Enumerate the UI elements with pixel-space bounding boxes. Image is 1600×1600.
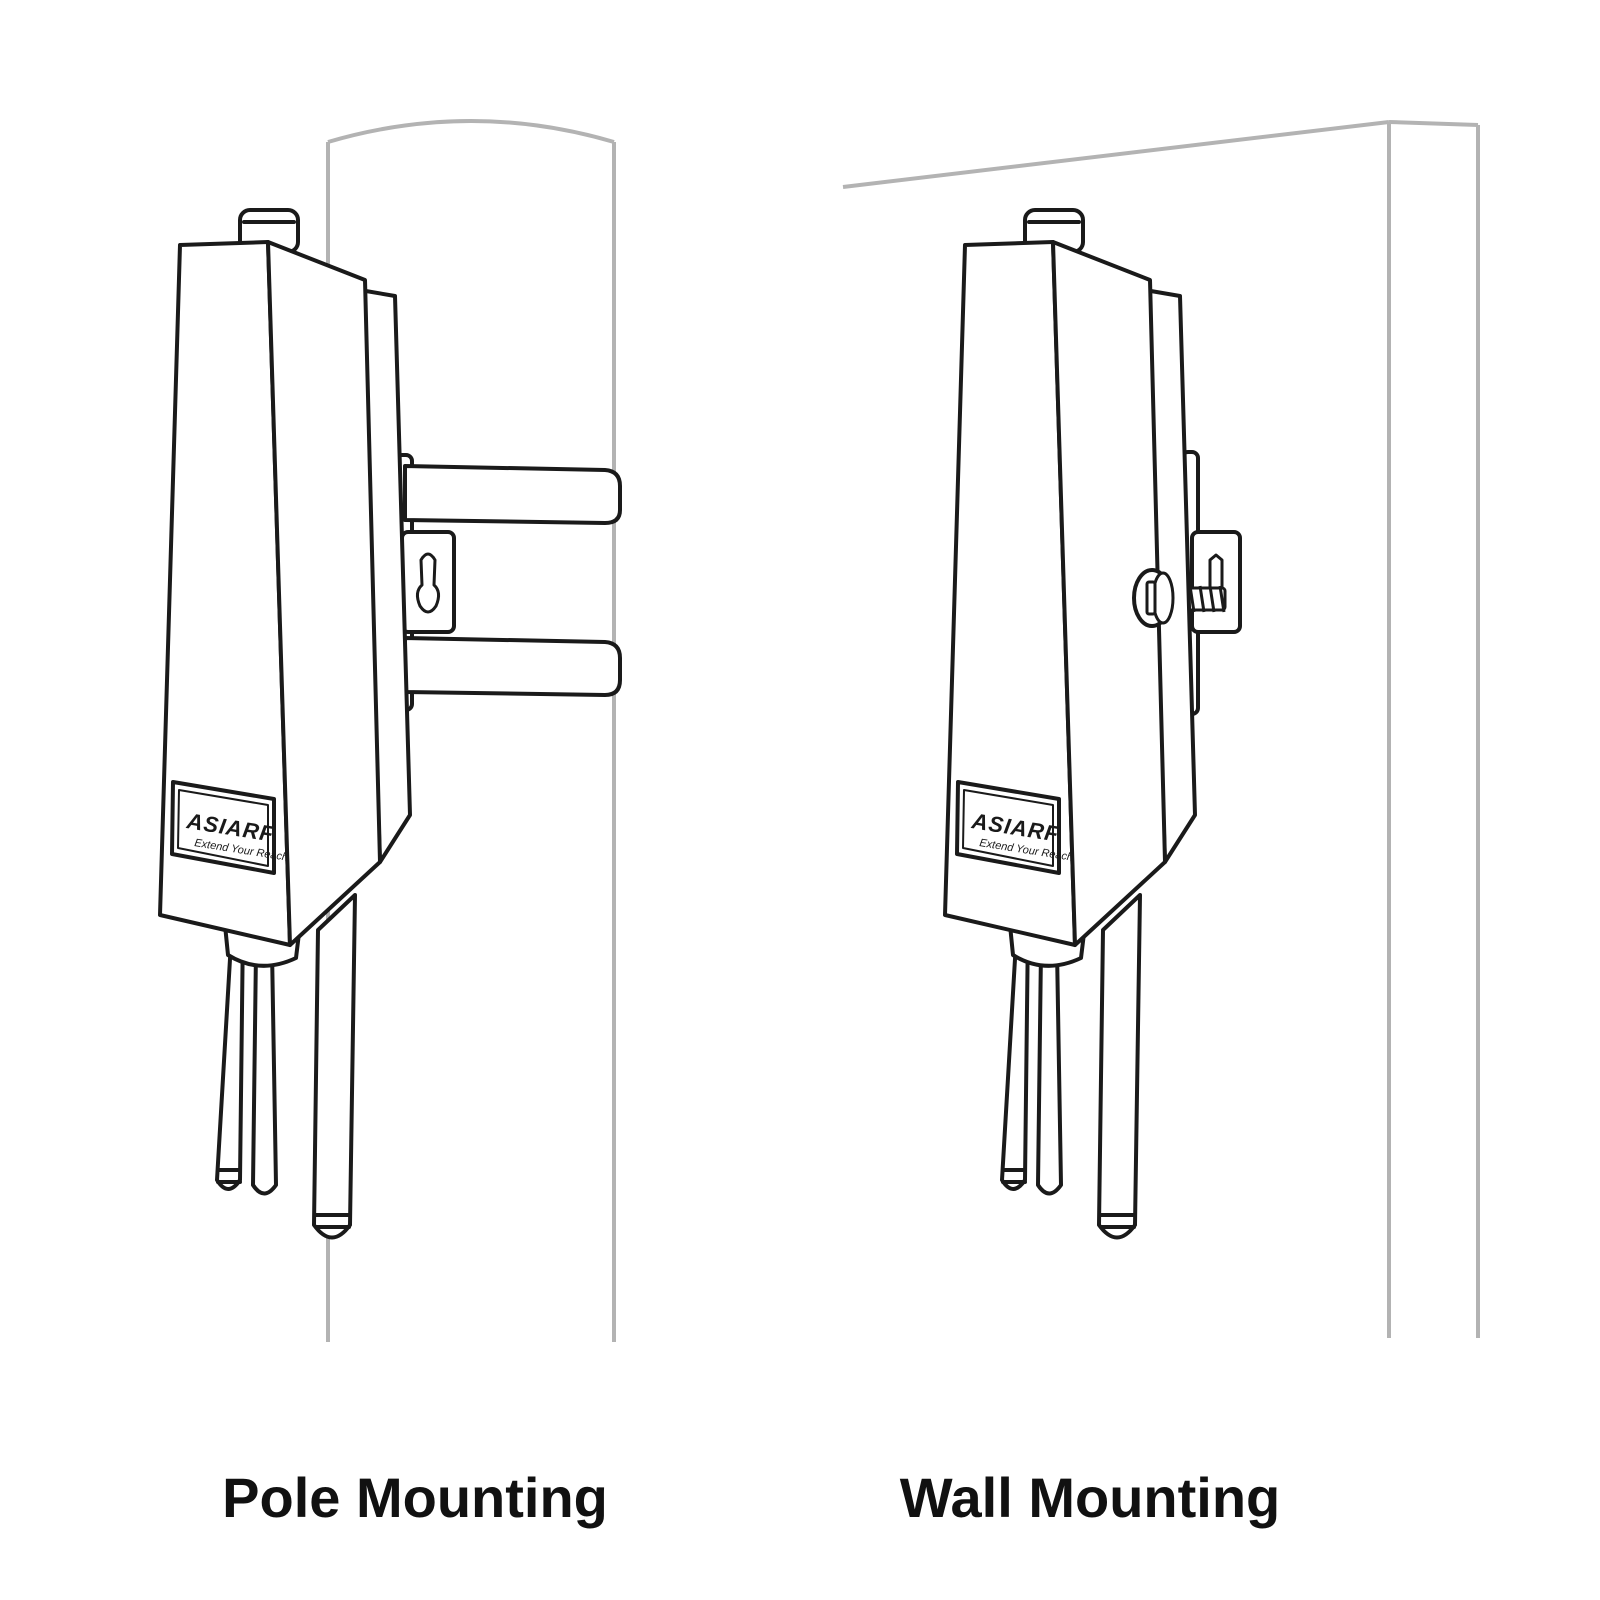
screw-head-icon [1132,568,1175,628]
wall-mounting-caption: Wall Mounting [899,1466,1281,1529]
pole-device [158,208,412,1240]
wall-structure [842,120,1480,1338]
pole-mounting-caption: Pole Mounting [222,1466,608,1529]
wall-device [943,208,1197,1240]
pole-clamp [394,453,622,712]
